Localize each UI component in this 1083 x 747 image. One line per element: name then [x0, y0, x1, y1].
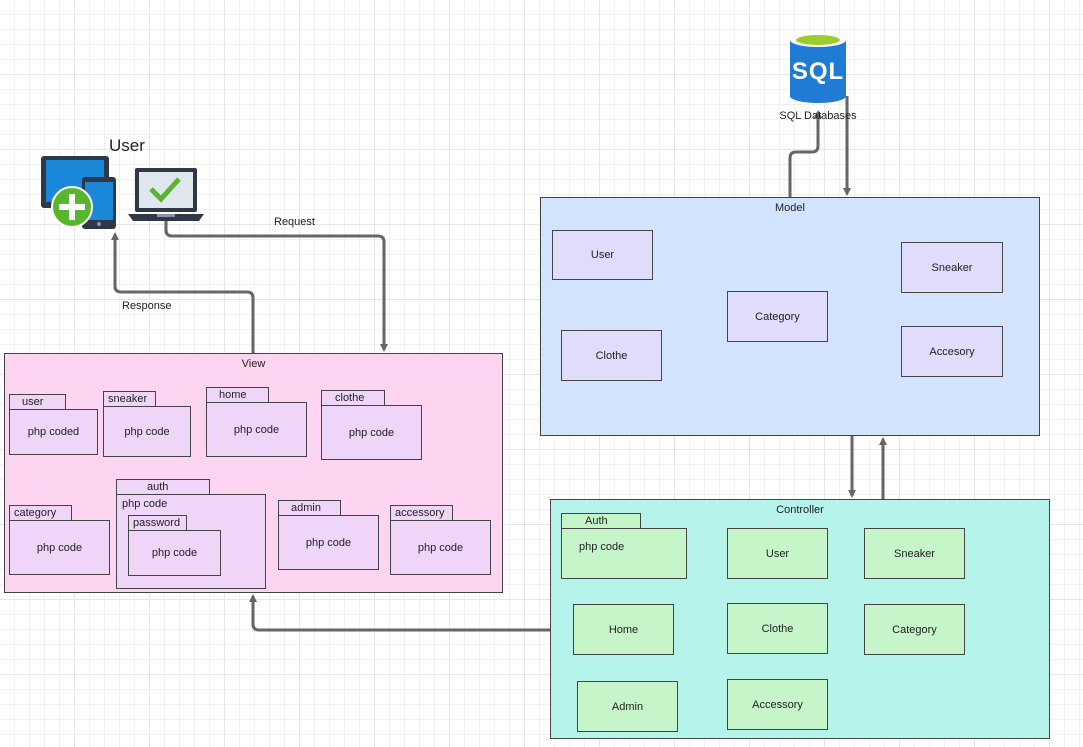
view-package-admin[interactable]: admin php code	[278, 500, 379, 570]
model-item-category[interactable]: Category	[727, 291, 828, 342]
model-to-sql-connector	[788, 110, 822, 197]
view-package-accessory-body: php code	[390, 520, 491, 575]
controller-auth-tab: Auth	[561, 513, 641, 528]
view-package-password-body: php code	[128, 530, 221, 576]
request-label: Request	[274, 216, 315, 228]
controller-auth-package[interactable]: Auth php code	[561, 513, 687, 579]
view-package-category[interactable]: category php code	[9, 505, 110, 575]
view-package-user-tab: user	[9, 394, 66, 409]
controller-item-admin[interactable]: Admin	[577, 681, 678, 732]
view-package-admin-tab: admin	[278, 500, 341, 515]
request-connector	[164, 220, 388, 352]
view-package-auth-tab: auth	[116, 479, 210, 494]
view-package-user[interactable]: user php coded	[9, 394, 98, 455]
view-package-clothe-body: php code	[321, 405, 422, 460]
controller-auth-body-text: php code	[579, 541, 625, 553]
view-package-category-tab: category	[9, 505, 72, 520]
view-package-category-body: php code	[9, 520, 110, 575]
controller-title: Controller	[776, 504, 824, 516]
view-package-home-tab: home	[206, 387, 269, 402]
model-item-clothe[interactable]: Clothe	[561, 330, 662, 381]
sql-databases-label: SQL Databases	[779, 110, 857, 122]
view-package-clothe-tab: clothe	[321, 390, 385, 405]
model-item-user[interactable]: User	[552, 230, 653, 280]
view-package-home-body: php code	[206, 402, 307, 457]
user-label: User	[109, 136, 145, 155]
controller-to-view-connector	[249, 594, 550, 632]
controller-item-accessory[interactable]: Accessory	[727, 679, 828, 730]
sql-icon-text: SQL	[791, 58, 845, 85]
view-title: View	[241, 358, 266, 370]
controller-item-home[interactable]: Home	[573, 604, 674, 655]
controller-item-user[interactable]: User	[727, 528, 828, 579]
model-item-accesory[interactable]: Accesory	[901, 326, 1003, 377]
view-package-password-tab: password	[128, 515, 187, 530]
laptop-check-icon	[127, 167, 205, 223]
response-connector	[111, 232, 255, 353]
controller-item-clothe[interactable]: Clothe	[727, 603, 828, 654]
response-label: Response	[122, 300, 172, 312]
view-package-sneaker[interactable]: sneaker php code	[103, 391, 191, 457]
view-package-accessory-tab: accessory	[390, 505, 453, 520]
controller-item-sneaker[interactable]: Sneaker	[864, 528, 965, 579]
model-item-sneaker[interactable]: Sneaker	[901, 242, 1003, 293]
view-package-admin-body: php code	[278, 515, 379, 570]
view-package-auth-body-text: php code	[122, 498, 168, 510]
view-package-user-body: php coded	[9, 409, 98, 455]
view-package-home[interactable]: home php code	[206, 387, 307, 457]
model-title: Model	[775, 202, 805, 214]
sql-database-icon	[789, 32, 849, 104]
devices-icon	[40, 155, 120, 230]
view-package-sneaker-tab: sneaker	[103, 391, 156, 406]
controller-auth-body: php code	[561, 528, 687, 579]
view-package-sneaker-body: php code	[103, 406, 191, 457]
view-package-password[interactable]: password php code	[128, 515, 221, 576]
view-package-clothe[interactable]: clothe php code	[321, 390, 422, 460]
view-package-accessory[interactable]: accessory php code	[390, 505, 491, 575]
controller-item-category[interactable]: Category	[864, 604, 965, 655]
